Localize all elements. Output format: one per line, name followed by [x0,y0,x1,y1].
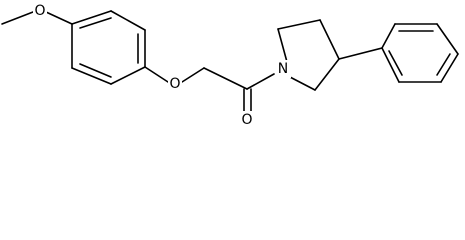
ring2-double-2 [436,53,451,76]
ch2-carbonyl-bond [203,67,248,90]
o-ch2-bond [181,67,205,83]
n-c2-bond [277,28,288,63]
ring2-bond-1 [381,23,396,49]
methyl-o-bond [1,11,34,25]
methoxy-oxygen-label: O [34,3,45,19]
ring1-bond-4 [110,66,146,85]
ether-linkage [144,66,248,90]
o-aryl-bond [45,11,73,25]
ring2-bond-3 [436,23,459,55]
ether-oxygen-label: O [169,76,180,92]
carbonyl-group [243,73,275,112]
pyrrolidine-ring [277,19,340,91]
ring1-double-3 [79,63,112,78]
ring2-bond-6 [381,47,400,83]
phenyl-ring [338,23,459,83]
aryl-o-bond [144,66,169,83]
molecule-structure-diagram: O O O N [1,3,459,129]
ring2-bond-4 [440,53,459,83]
c4-phenyl-bond [338,47,383,60]
c3-c4-bond [319,19,340,60]
carbonyl-n-bond [246,73,275,90]
c4-c5-bond [314,58,340,91]
c2-c3-bond [277,19,321,30]
ring2-double-3 [388,50,403,76]
ring1-bond-2 [110,10,146,31]
ring1-double-1 [79,17,112,29]
ring-nitrogen-label: N [278,61,288,77]
c5-n-bond [287,75,316,91]
ring1-bond-1 [71,10,112,25]
carbonyl-oxygen-label: O [241,112,252,128]
methoxy-group [1,11,73,25]
methoxyphenyl-ring [71,10,146,85]
ring1-bond-5 [71,67,112,85]
